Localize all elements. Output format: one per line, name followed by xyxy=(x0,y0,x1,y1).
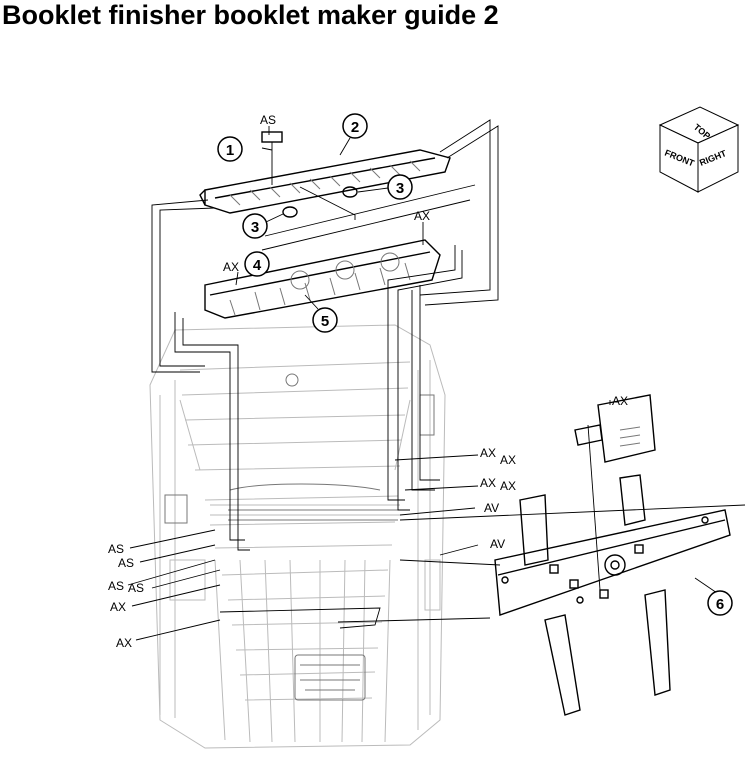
label-ax-left-2: AX xyxy=(116,636,132,650)
finisher-frame xyxy=(149,324,446,749)
callout-4-number: 4 xyxy=(253,257,262,274)
bracket-assembly-part-6 xyxy=(494,394,731,716)
orientation-cube: TOP FRONT RIGHT xyxy=(658,106,740,193)
callout-5: 5 xyxy=(304,294,338,333)
callout-6-number: 6 xyxy=(716,596,724,613)
label-ax-right-4: AX xyxy=(500,479,516,493)
callout-5-number: 5 xyxy=(321,313,329,330)
exploded-guide-lines xyxy=(151,119,499,551)
label-av-2: AV xyxy=(490,537,505,551)
label-as-left-2: AS xyxy=(118,556,134,570)
label-ax-right-1: AX xyxy=(480,446,496,460)
label-as-top: AS xyxy=(260,113,276,127)
callout-3-upper: 3 xyxy=(357,174,413,200)
upper-guide-part-2 xyxy=(199,131,451,214)
label-leader-lines xyxy=(127,126,746,641)
label-ax-right-3: AX xyxy=(480,476,496,490)
label-ax-right-2: AX xyxy=(500,453,516,467)
label-as-left-3: AS xyxy=(108,579,124,593)
lower-guide-part-5 xyxy=(204,239,441,319)
callout-6: 6 xyxy=(707,590,733,616)
callout-3-lower: 3 xyxy=(242,213,284,239)
callout-1-number: 1 xyxy=(226,142,234,159)
roller-part-3-a xyxy=(282,186,358,218)
callout-4: 4 xyxy=(244,251,270,277)
callout-1: 1 xyxy=(217,136,243,162)
callout-2-number: 2 xyxy=(351,119,359,136)
page-title: Booklet finisher booklet maker guide 2 xyxy=(2,0,499,30)
callout-3-lower-number: 3 xyxy=(251,219,259,236)
callout-3-upper-number: 3 xyxy=(396,180,404,197)
label-av-1: AV xyxy=(484,501,499,515)
label-as-left-1: AS xyxy=(108,542,124,556)
label-as-left-4: AS xyxy=(128,581,144,595)
label-ax-upper-left: AX xyxy=(223,260,239,274)
label-ax-upper-right: AX xyxy=(414,209,430,223)
callout-2: 2 xyxy=(339,113,368,156)
label-ax-module: AX xyxy=(612,394,628,408)
label-ax-left-1: AX xyxy=(110,600,126,614)
